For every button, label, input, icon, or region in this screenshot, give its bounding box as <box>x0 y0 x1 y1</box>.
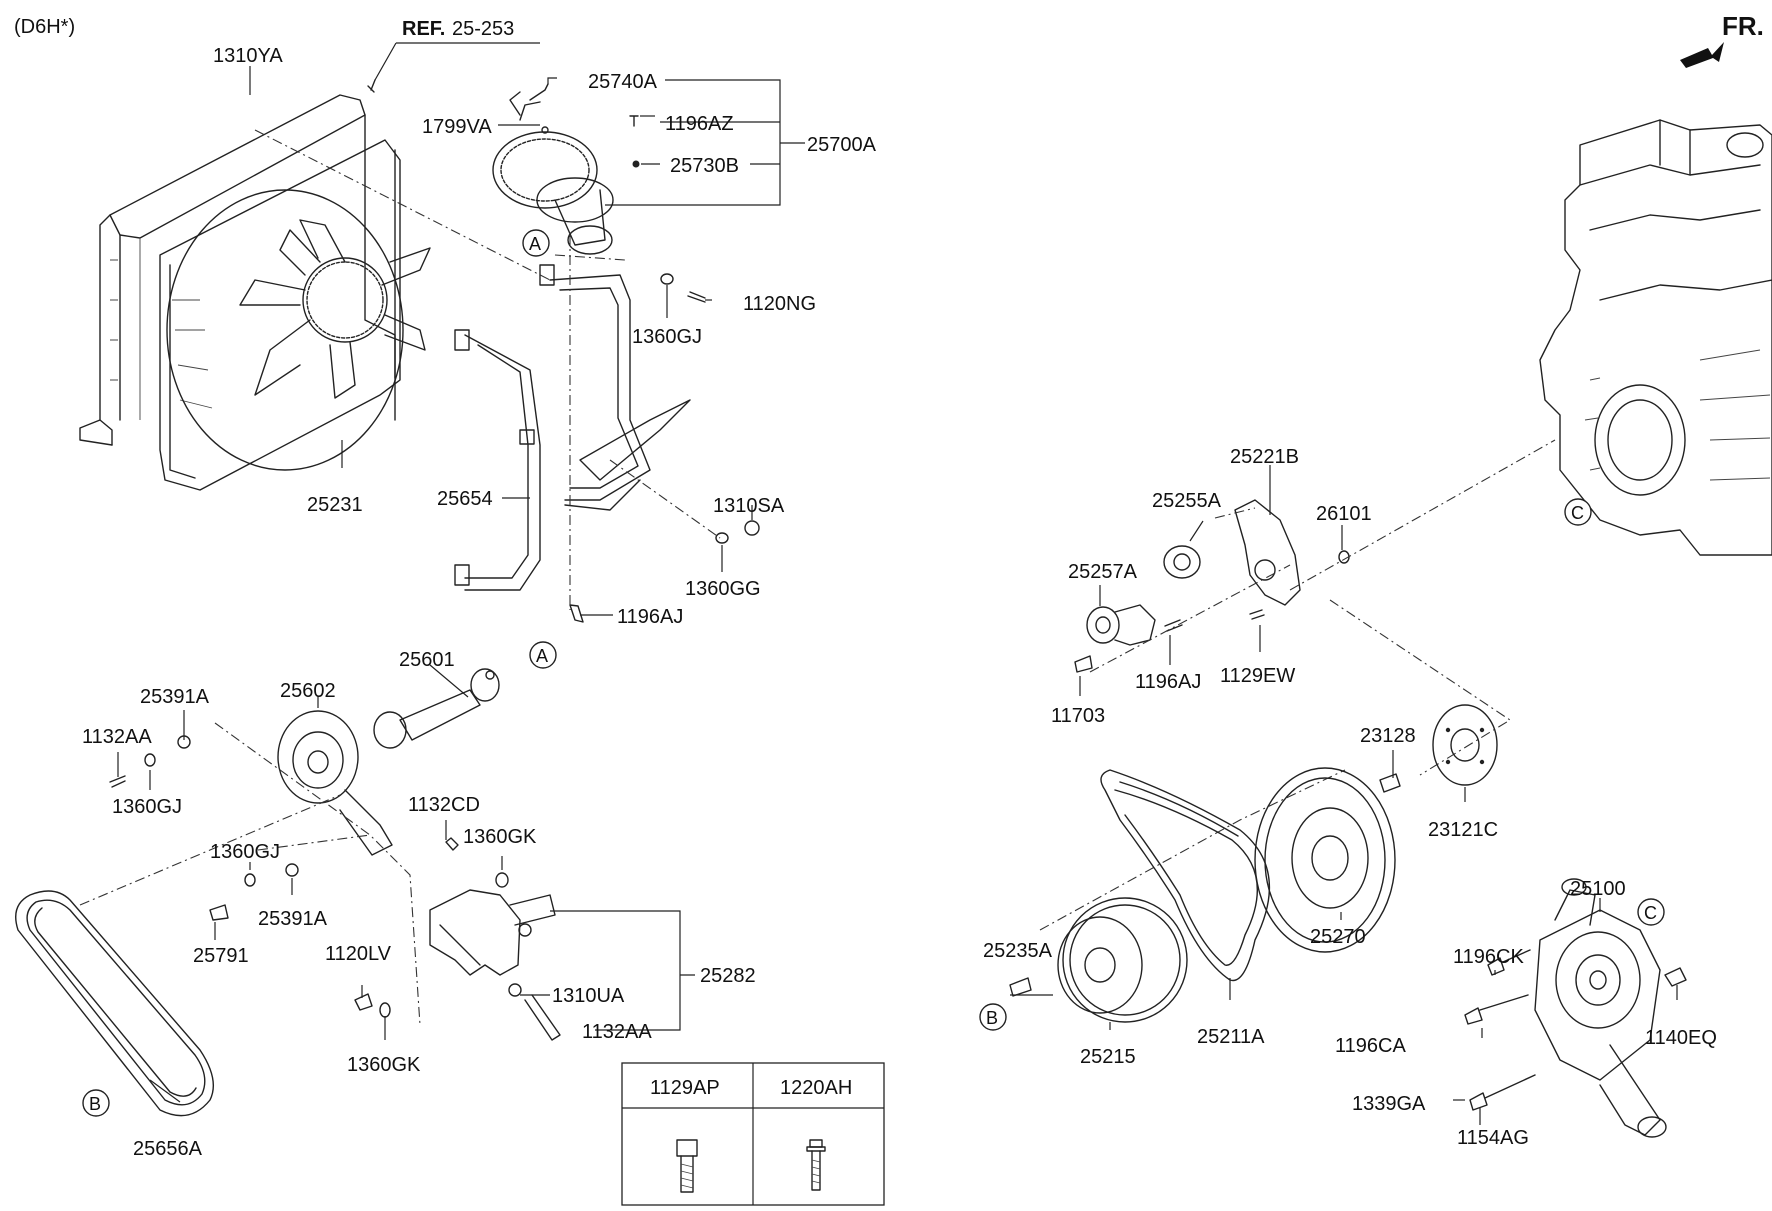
water-pump-drawing <box>1464 878 1687 1138</box>
label-1132aa-upper[interactable]: 1132AA <box>82 726 152 748</box>
label-25255a[interactable]: 25255A <box>1152 490 1222 512</box>
label-1360gg[interactable]: 1360GG <box>685 578 761 600</box>
tensioner-bracket-drawing <box>429 889 556 976</box>
label-25654[interactable]: 25654 <box>437 488 493 510</box>
fan-clutch-fasteners <box>529 83 640 168</box>
label-1339ga[interactable]: 1339GA <box>1352 1093 1426 1115</box>
label-1129ew[interactable]: 1129EW <box>1220 665 1295 687</box>
damper-flange-drawing <box>1379 704 1498 793</box>
label-25235a[interactable]: 25235A <box>983 940 1053 962</box>
fan-drive-belt-drawing <box>15 890 214 1117</box>
marker-c-engine-label: C <box>1571 503 1584 523</box>
label-25602[interactable]: 25602 <box>280 680 336 702</box>
label-1196ca[interactable]: 1196CA <box>1335 1035 1406 1057</box>
label-25740a[interactable]: 25740A <box>588 71 658 93</box>
label-1154ag[interactable]: 1154AG <box>1457 1127 1529 1149</box>
marker-b-right-label: B <box>986 1008 998 1028</box>
fan-clutch-drawing <box>492 91 614 255</box>
label-23128[interactable]: 23128 <box>1360 725 1416 747</box>
engine-block-drawing <box>1539 119 1772 556</box>
label-1140eq[interactable]: 1140EQ <box>1645 1027 1717 1049</box>
label-1310ya[interactable]: 1310YA <box>213 45 283 67</box>
front-label: FR. <box>1722 11 1764 41</box>
front-direction-indicator: FR. <box>1680 11 1764 68</box>
drive-belt-drawing <box>1100 769 1271 982</box>
reference-prefix: REF. <box>402 18 445 40</box>
label-25391a-upper[interactable]: 25391A <box>140 686 210 708</box>
radiator-shroud-drawing <box>79 94 401 491</box>
part-labels: 1310YA 25740A 1799VA 1196AZ 25700A 25730… <box>82 45 1717 1160</box>
fan-pulley-drawing <box>277 710 393 856</box>
label-25282[interactable]: 25282 <box>700 965 756 987</box>
label-11703[interactable]: 11703 <box>1051 705 1105 727</box>
reference-code: 25-253 <box>452 18 514 40</box>
label-25100[interactable]: 25100 <box>1570 878 1626 900</box>
cooling-fan-drawing <box>166 189 431 471</box>
shroud-bracket-fasteners <box>569 273 760 623</box>
label-25730b[interactable]: 25730B <box>670 155 739 177</box>
legend-col-1129ap: 1129AP <box>650 1077 720 1099</box>
marker-a-lower[interactable]: A <box>529 641 557 669</box>
label-1196ck[interactable]: 1196CK <box>1453 946 1524 968</box>
marker-b-left-label: B <box>89 1094 101 1114</box>
label-25215[interactable]: 25215 <box>1080 1046 1136 1068</box>
bolt-1129ap-icon <box>676 1139 698 1193</box>
label-25257a[interactable]: 25257A <box>1068 561 1138 583</box>
label-25601[interactable]: 25601 <box>399 649 455 671</box>
label-25391a-lower[interactable]: 25391A <box>258 908 328 930</box>
label-25700a[interactable]: 25700A <box>807 134 877 156</box>
label-1360gj-upper[interactable]: 1360GJ <box>632 326 702 348</box>
reference-callout[interactable]: REF. 25-253 <box>367 18 540 93</box>
label-1360gk-lower[interactable]: 1360GK <box>347 1054 421 1076</box>
label-1360gj-lower[interactable]: 1360GJ <box>210 841 280 863</box>
label-1132aa-lower[interactable]: 1132AA <box>582 1021 652 1043</box>
marker-a-upper-label: A <box>529 234 541 254</box>
label-1120ng[interactable]: 1120NG <box>743 293 816 315</box>
label-1120lv[interactable]: 1120LV <box>325 943 392 965</box>
label-25231[interactable]: 25231 <box>307 494 363 516</box>
label-1799va[interactable]: 1799VA <box>422 116 492 138</box>
engine-code: (D6H*) <box>14 16 75 38</box>
label-1196az[interactable]: 1196AZ <box>665 113 734 135</box>
marker-a-lower-label: A <box>536 646 548 666</box>
label-1132cd[interactable]: 1132CD <box>408 794 480 816</box>
fan-drive-fasteners <box>109 735 561 1041</box>
fastener-legend-table: 1129AP 1220AH <box>621 1062 885 1206</box>
belt-tensioner-drawing <box>1074 604 1265 673</box>
label-25270[interactable]: 25270 <box>1310 926 1366 948</box>
front-arrow-icon <box>1680 42 1724 68</box>
label-25656a[interactable]: 25656A <box>133 1138 203 1160</box>
marker-b-right[interactable]: B <box>979 1003 1007 1031</box>
fan-shroud-bracket-drawing <box>454 264 691 591</box>
label-25791[interactable]: 25791 <box>193 945 249 967</box>
idler-bracket-drawing <box>1163 499 1350 606</box>
label-1360gj-middle[interactable]: 1360GJ <box>112 796 182 818</box>
label-23121c[interactable]: 23121C <box>1428 819 1498 841</box>
label-1196aj-right[interactable]: 1196AJ <box>1135 671 1201 693</box>
crankshaft-damper-drawing <box>1254 767 1396 953</box>
legend-col-1220ah: 1220AH <box>780 1077 852 1099</box>
fan-drive-shaft-drawing <box>373 668 500 749</box>
label-1310ua[interactable]: 1310UA <box>552 985 625 1007</box>
bolt-1220ah-icon <box>806 1139 826 1191</box>
marker-c-pump[interactable]: C <box>1637 898 1665 926</box>
marker-a-upper[interactable]: A <box>522 229 550 257</box>
marker-c-pump-label: C <box>1644 903 1657 923</box>
label-25211a[interactable]: 25211A <box>1197 1026 1265 1048</box>
leader-lines <box>117 66 1678 1125</box>
marker-b-left[interactable]: B <box>82 1089 110 1117</box>
label-25221b[interactable]: 25221B <box>1230 446 1299 468</box>
label-1310sa[interactable]: 1310SA <box>713 495 785 517</box>
label-1360gk-upper[interactable]: 1360GK <box>463 826 537 848</box>
label-26101[interactable]: 26101 <box>1316 503 1372 525</box>
marker-c-engine[interactable]: C <box>1564 498 1592 526</box>
label-1196aj-upper[interactable]: 1196AJ <box>617 606 683 628</box>
idler-pulley-drawing <box>1009 897 1188 1023</box>
